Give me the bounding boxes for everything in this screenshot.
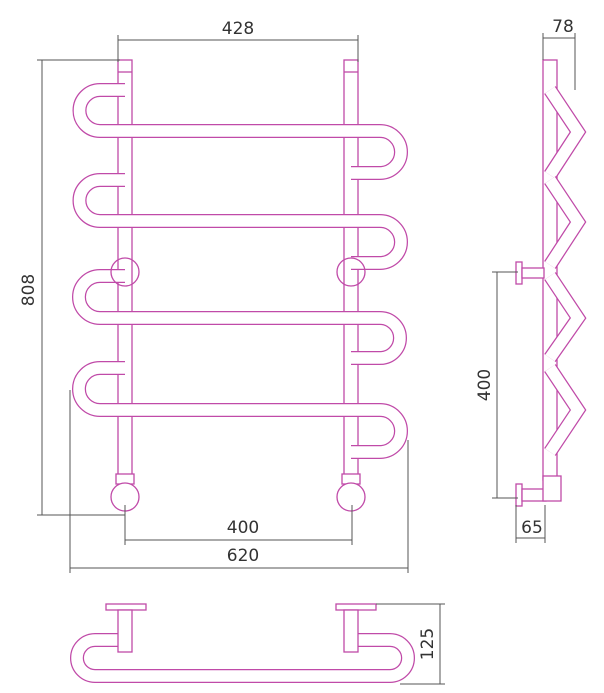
dimension-400-front: 400	[124, 505, 353, 545]
side-view	[515, 59, 587, 507]
dimension-400-side: 400	[475, 271, 518, 499]
svg-text:808: 808	[19, 274, 39, 306]
right-valve	[336, 473, 366, 512]
svg-text:400: 400	[227, 518, 259, 538]
bottom-view	[70, 603, 415, 683]
dimension-125: 125	[376, 603, 445, 685]
dimension-808: 808	[19, 59, 125, 516]
svg-text:125: 125	[418, 628, 438, 660]
dimension-428: 428	[117, 19, 359, 62]
svg-text:400: 400	[475, 369, 495, 401]
dimension-78: 78	[542, 17, 576, 90]
svg-text:78: 78	[552, 17, 574, 37]
svg-text:620: 620	[227, 546, 259, 566]
dimension-65: 65	[515, 505, 546, 543]
svg-text:428: 428	[222, 19, 254, 39]
front-view	[72, 59, 408, 512]
dimension-620: 620	[69, 390, 409, 573]
s-tube-coils	[72, 83, 408, 459]
svg-text:65: 65	[521, 518, 543, 538]
